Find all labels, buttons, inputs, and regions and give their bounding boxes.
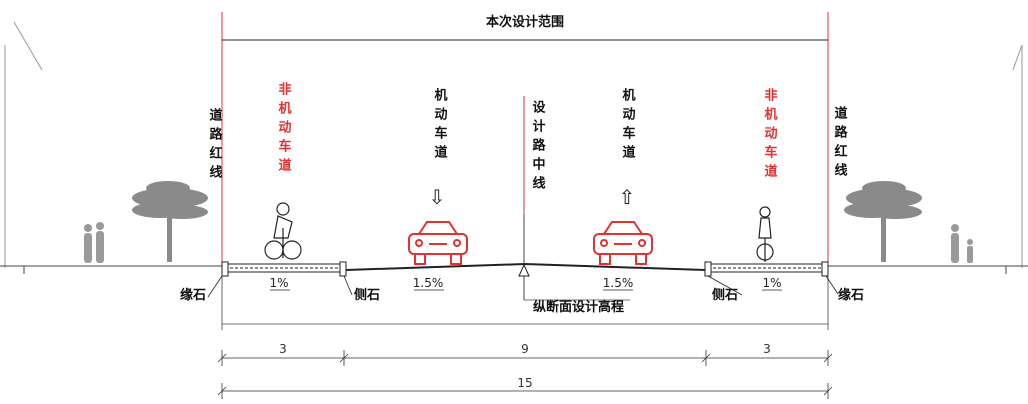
dim-seg-left: 3 — [279, 342, 287, 356]
tree-icon — [132, 181, 208, 262]
down-arrow-icon: ⇩ — [429, 185, 446, 209]
label-red-line-right: 道路红线 — [832, 105, 848, 182]
slope-right-road: 1.5% — [603, 276, 634, 290]
design-range-title: 本次设计范围 — [486, 14, 564, 30]
label-curb-side-left: 侧石 — [354, 287, 380, 303]
label-profile-elevation: 纵断面设计高程 — [533, 299, 624, 315]
carriageway-surface — [345, 262, 706, 271]
dimension-line-total — [217, 383, 833, 399]
label-curb-edge-right: 缘石 — [838, 287, 864, 303]
slope-left-walk: 1% — [269, 276, 288, 290]
cyclist-icon — [756, 206, 774, 262]
label-red-line-left: 道路红线 — [207, 107, 223, 184]
centerline-marker — [518, 96, 630, 301]
car-icon — [408, 221, 468, 265]
pedestrian-icon — [84, 222, 104, 263]
building-left — [4, 21, 43, 268]
slope-right-walk: 1% — [762, 276, 781, 290]
platform-left — [221, 261, 347, 277]
label-centerline: 设计路中线 — [530, 100, 546, 195]
dimension-line-segments — [217, 350, 833, 366]
pedestrian-icon — [951, 224, 973, 263]
slope-left-road: 1.5% — [413, 276, 444, 290]
dim-seg-right: 3 — [763, 342, 771, 356]
dim-seg-mid: 9 — [521, 342, 529, 356]
ground-line — [0, 265, 1028, 274]
tree-icon — [844, 181, 922, 262]
label-motor-lane-right: 机动车道 — [620, 87, 636, 164]
car-icon — [593, 221, 653, 265]
label-non-motor-left: 非机动车道 — [276, 81, 292, 177]
label-curb-edge-left: 缘石 — [180, 287, 206, 303]
label-curb-side-right: 侧石 — [712, 287, 738, 303]
label-non-motor-right: 非机动车道 — [762, 87, 778, 183]
label-motor-lane-left: 机动车道 — [432, 87, 448, 164]
design-range-frame — [221, 12, 829, 330]
dim-total: 15 — [517, 376, 532, 390]
up-arrow-icon: ⇧ — [619, 185, 636, 209]
building-right — [1012, 44, 1023, 268]
platform-right — [704, 261, 829, 277]
cyclist-icon — [264, 202, 302, 260]
